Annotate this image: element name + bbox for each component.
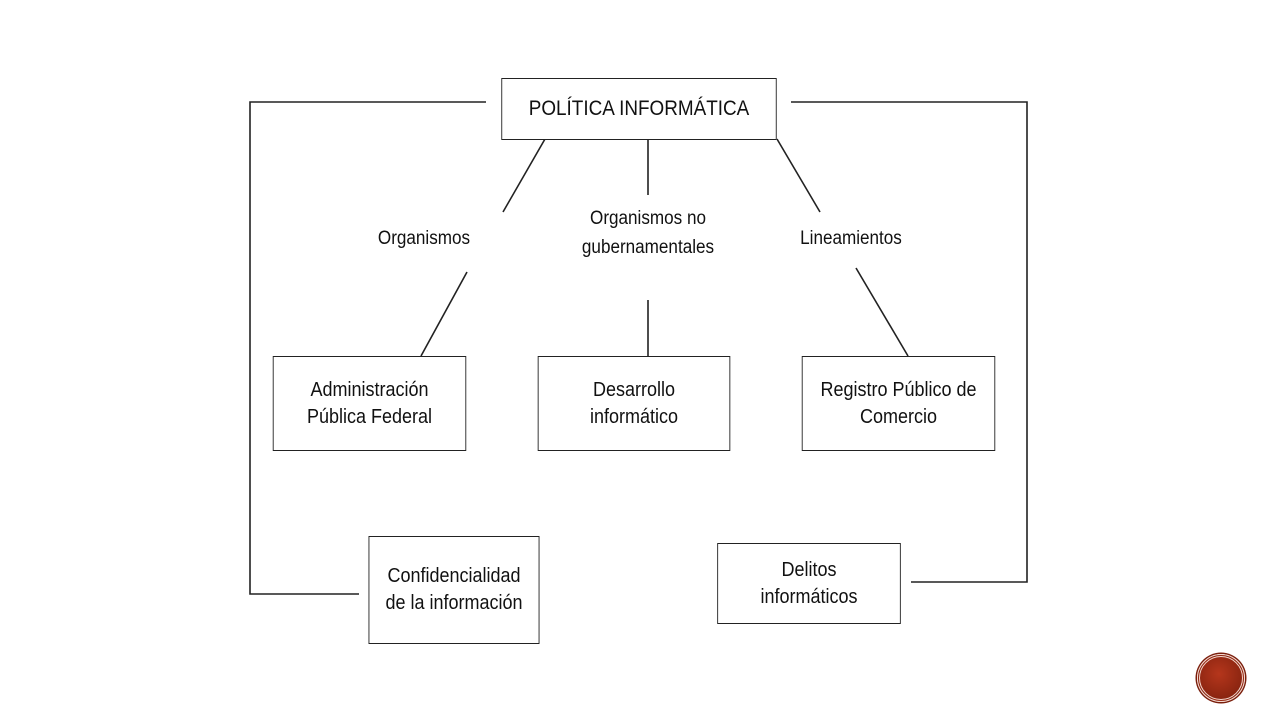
- connector-root-delitos: [791, 101, 1028, 583]
- node-administracion-publica-federal: Administración Pública Federal: [272, 356, 467, 451]
- edge-label-ong-line1: Organismos no: [590, 208, 706, 229]
- root-node-label: POLÍTICA INFORMÁTICA: [528, 96, 750, 120]
- node-desarrollo-line2: informático: [589, 405, 679, 428]
- node-delitos-line2: informáticos: [760, 585, 858, 608]
- edge-label-lineamientos-text: Lineamientos: [800, 228, 902, 249]
- node-delitos-line1: Delitos: [781, 558, 837, 581]
- edge-label-ong-line2: gubernamentales: [581, 236, 715, 258]
- connector-root-lineamientos-upper: [776, 138, 821, 213]
- node-registro-line1: Registro Público de: [820, 378, 977, 401]
- edge-label-organismos-text: Organismos: [377, 228, 471, 249]
- root-node-politica-informatica: POLÍTICA INFORMÁTICA: [501, 78, 777, 140]
- node-apf-line2: Pública Federal: [306, 405, 433, 428]
- node-confidencialidad-de-la-informacion: Confidencialidad de la información: [368, 536, 540, 644]
- node-apf-line1: Administración: [310, 378, 429, 401]
- connector-root-confidencialidad: [249, 101, 486, 595]
- node-confidencialidad-line1: Confidencialidad: [387, 565, 521, 587]
- edge-label-lineamientos: Lineamientos: [788, 225, 914, 254]
- node-desarrollo-line1: Desarrollo: [592, 378, 676, 401]
- node-registro-publico-de-comercio: Registro Público de Comercio: [801, 356, 996, 451]
- node-desarrollo-informatico: Desarrollo informático: [537, 356, 731, 451]
- slide-badge-icon: [1197, 654, 1245, 702]
- node-registro-line2: Comercio: [859, 405, 938, 428]
- node-delitos-informaticos: Delitos informáticos: [717, 543, 901, 624]
- connector-root-organismos-upper: [502, 138, 546, 213]
- connector-lineamientos-registro-lower: [855, 267, 909, 357]
- edge-label-organismos: Organismos: [361, 225, 487, 254]
- edge-label-organismos-no-gubernamentales: Organismos no gubernamentales: [567, 205, 729, 262]
- node-confidencialidad-line2: de la información: [385, 592, 523, 614]
- connector-organismos-apf-lower: [420, 271, 468, 357]
